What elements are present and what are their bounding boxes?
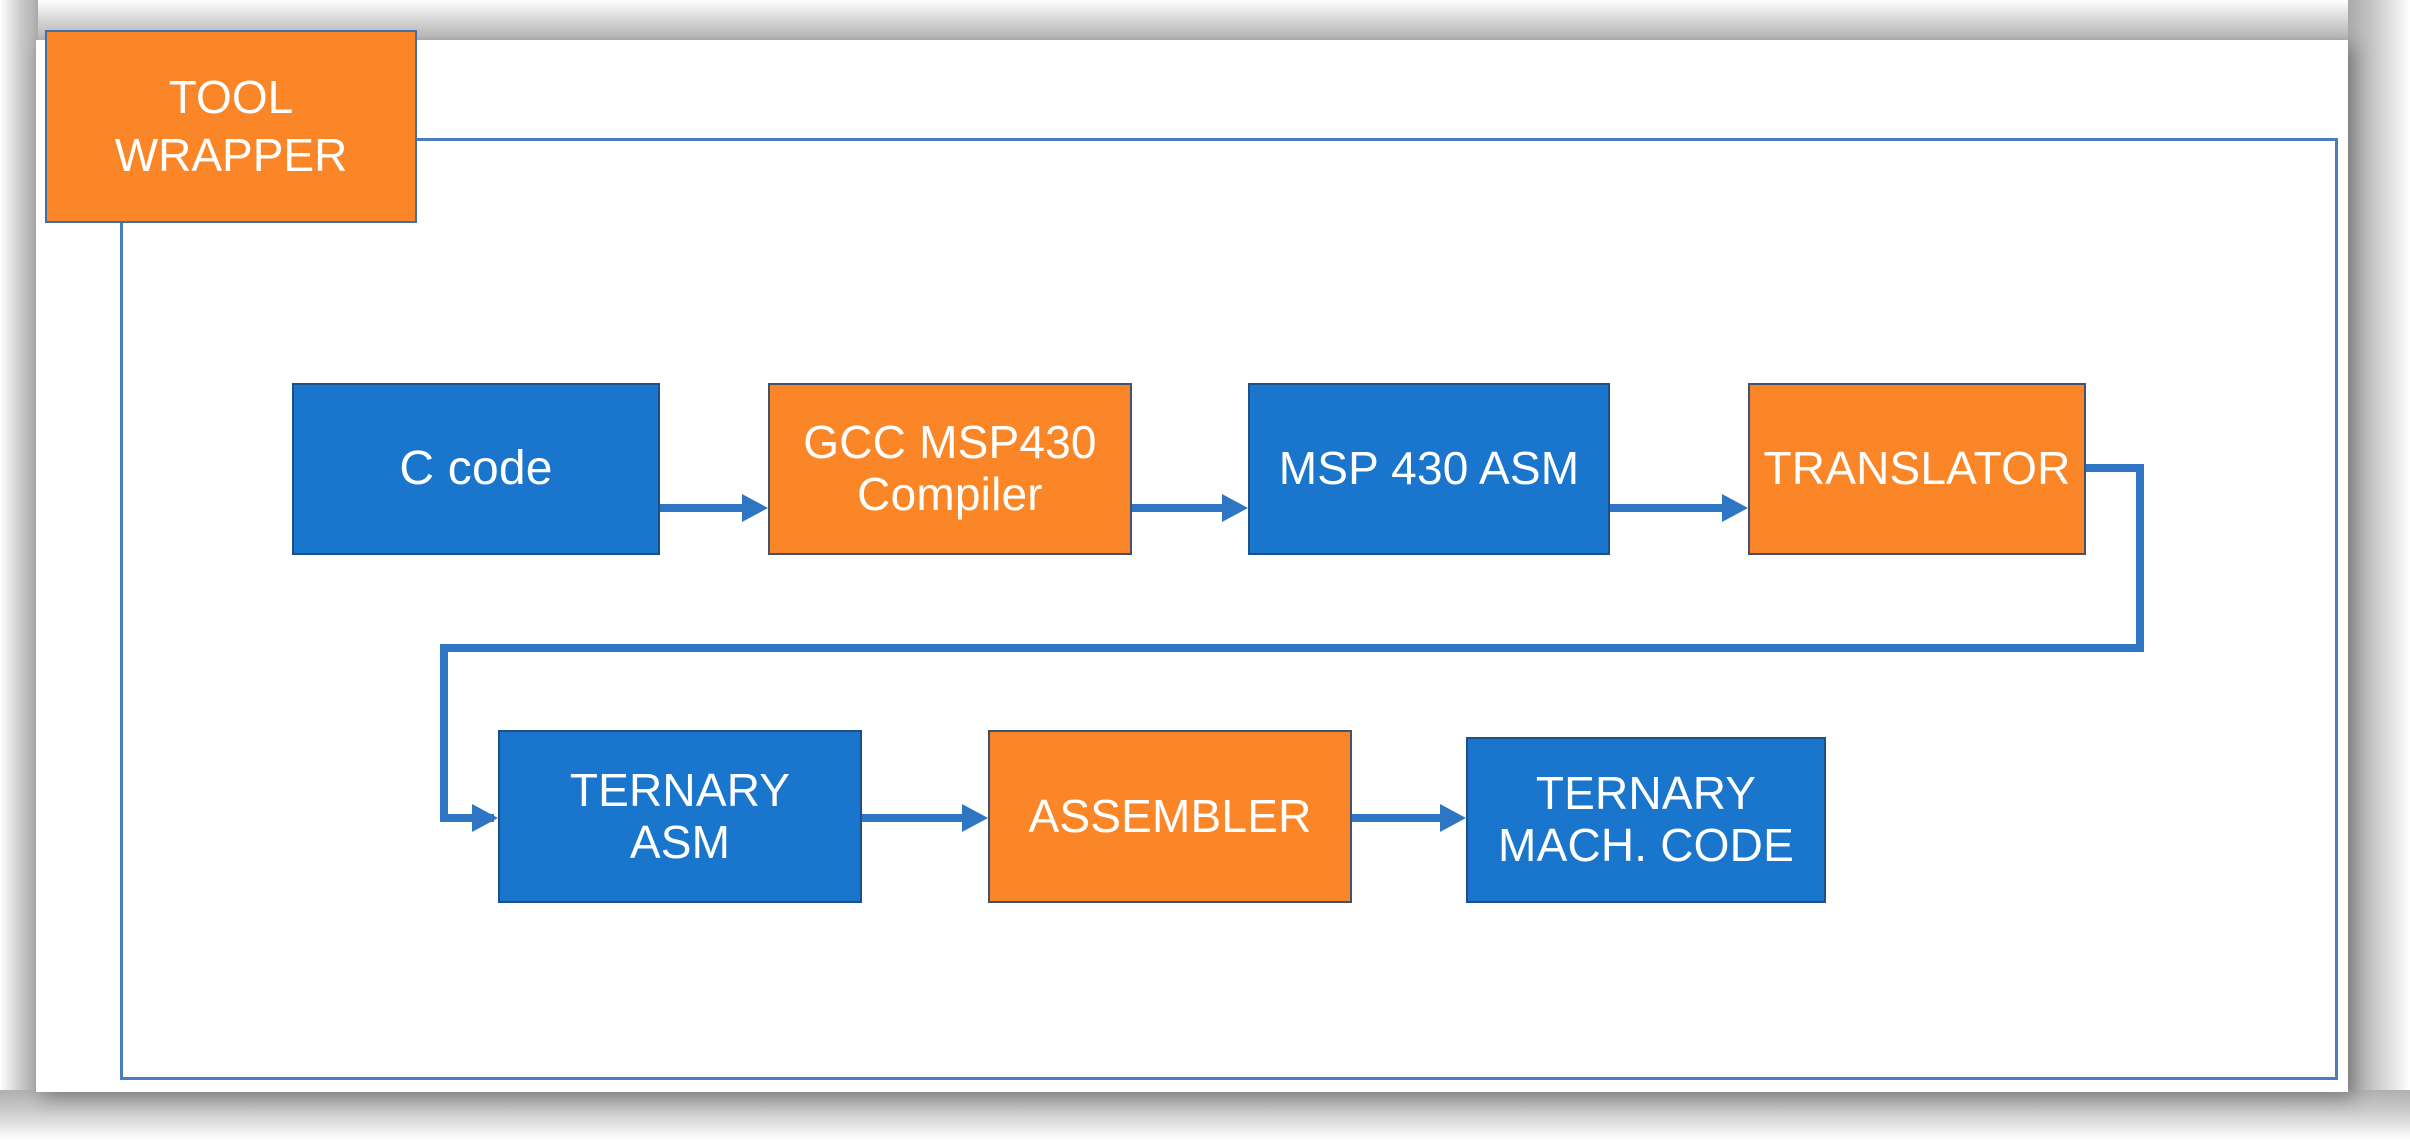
page-edge-shading-left: [0, 0, 38, 1140]
edge-assembler-to-ternarymach-arrowhead: [1440, 804, 1466, 832]
node-c-code-label: C code: [399, 442, 553, 496]
page-edge-shading-bottom: [0, 1090, 2410, 1140]
node-translator-label: TRANSLATOR: [1763, 442, 2071, 495]
edge-c-code-to-compiler-line: [660, 504, 742, 512]
node-msp430-asm-label: MSP 430 ASM: [1278, 442, 1580, 495]
tool-wrapper-label-text: TOOL WRAPPER: [114, 71, 348, 181]
edge-translator-wrap-seg-into-ternary: [440, 814, 494, 822]
edge-translator-wrap-seg-right: [2086, 464, 2144, 472]
node-translator[interactable]: TRANSLATOR: [1748, 383, 2086, 555]
edge-ternaryasm-to-assembler-arrowhead: [962, 804, 988, 832]
node-ternary-asm[interactable]: TERNARY ASM: [498, 730, 862, 903]
edge-msp430asm-to-translator-arrowhead: [1722, 494, 1748, 522]
edge-msp430asm-to-translator-line: [1610, 504, 1722, 512]
node-gcc-msp430-compiler-label: GCC MSP430 Compiler: [803, 416, 1097, 520]
edge-compiler-to-msp430asm-line: [1132, 504, 1222, 512]
edge-compiler-to-msp430asm-arrowhead: [1222, 494, 1248, 522]
edge-assembler-to-ternarymach-line: [1352, 814, 1440, 822]
tool-wrapper-boundary: [120, 138, 2338, 1080]
edge-translator-wrap-seg-left: [440, 644, 2144, 652]
node-msp430-asm[interactable]: MSP 430 ASM: [1248, 383, 1610, 555]
edge-translator-wrap-seg-down: [2136, 464, 2144, 652]
slide-page: C code GCC MSP430 Compiler MSP 430 ASM T…: [36, 40, 2348, 1092]
edge-ternaryasm-to-assembler-line: [862, 814, 962, 822]
edge-c-code-to-compiler-arrowhead: [742, 494, 768, 522]
node-assembler[interactable]: ASSEMBLER: [988, 730, 1352, 903]
node-ternary-mach-code[interactable]: TERNARY MACH. CODE: [1466, 737, 1826, 903]
tool-wrapper-label-box[interactable]: TOOL WRAPPER: [45, 30, 417, 223]
node-assembler-label: ASSEMBLER: [1028, 789, 1312, 842]
node-c-code[interactable]: C code: [292, 383, 660, 555]
edge-translator-to-ternaryasm-arrowhead: [472, 804, 498, 832]
edge-translator-wrap-seg-down-2: [440, 644, 448, 822]
node-ternary-asm-label: TERNARY ASM: [569, 763, 791, 868]
page-edge-shading-right: [2348, 0, 2410, 1140]
node-gcc-msp430-compiler[interactable]: GCC MSP430 Compiler: [768, 383, 1132, 555]
node-ternary-mach-code-label: TERNARY MACH. CODE: [1498, 767, 1794, 871]
